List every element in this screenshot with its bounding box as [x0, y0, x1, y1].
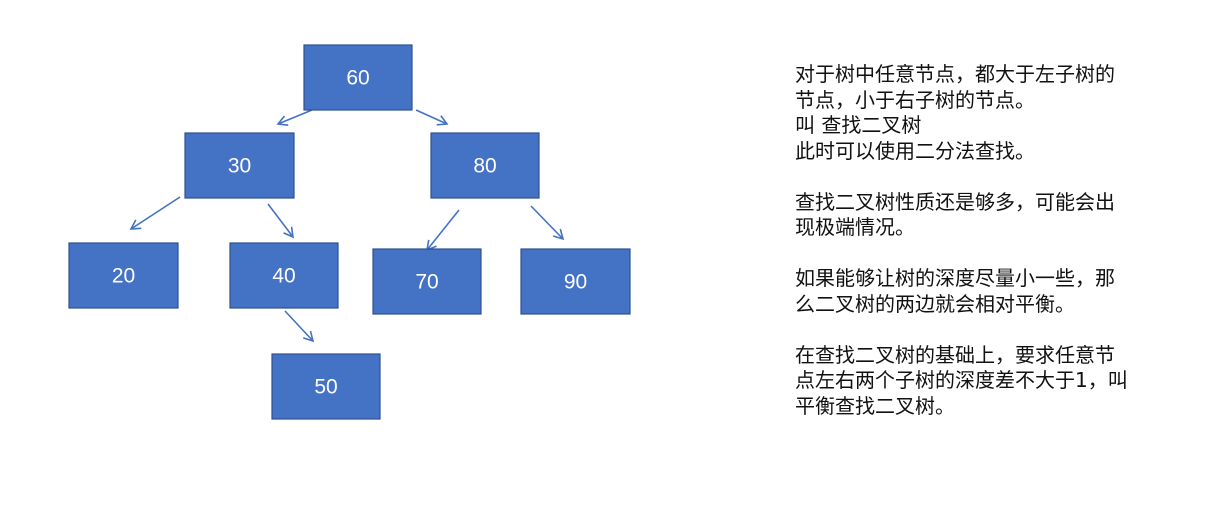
- tree-node-80: 80: [430, 132, 540, 199]
- node-label: 90: [564, 271, 587, 294]
- node-box: [184, 132, 295, 199]
- explanation-text: 对于树中任意节点，都大于左子树的 节点，小于右子树的节点。 叫 查找二叉树 此时…: [795, 62, 1195, 419]
- node-label: 20: [112, 265, 135, 288]
- node-label: 70: [415, 271, 438, 294]
- node-label: 40: [272, 265, 295, 288]
- node-box: [229, 242, 339, 309]
- edge-40-50: [284, 310, 315, 343]
- node-box: [430, 132, 540, 199]
- note-line: 点左右两个子树的深度差不大于1，叫: [795, 368, 1128, 392]
- note-line: 在查找二叉树的基础上，要求任意节: [795, 342, 1115, 367]
- node-label: 80: [473, 155, 496, 178]
- tree-node-90: 90: [520, 248, 631, 315]
- edge-60-80: [415, 109, 449, 126]
- edge-80-90: [530, 205, 565, 241]
- edge-80-70: [425, 209, 460, 252]
- note-line: 叫 查找二叉树: [795, 113, 922, 137]
- node-box: [372, 248, 482, 315]
- node-label: 50: [314, 376, 337, 399]
- note-line: 节点，小于右子树的节点。: [795, 87, 1035, 112]
- note-line: 对于树中任意节点，都大于左子树的: [795, 62, 1115, 86]
- node-box: [520, 248, 631, 315]
- edge-60-30: [276, 109, 313, 126]
- tree-node-70: 70: [372, 248, 482, 315]
- note-line: 现极端情况。: [795, 215, 915, 239]
- note-line: 查找二叉树性质还是够多，可能会出: [795, 189, 1115, 214]
- note-line: 么二叉树的两边就会相对平衡。: [795, 291, 1075, 316]
- tree-node-40: 40: [229, 242, 339, 309]
- tree-node-20: 20: [68, 242, 179, 309]
- tree-node-30: 30: [184, 132, 295, 199]
- node-label: 60: [346, 67, 369, 90]
- node-box: [68, 242, 179, 309]
- note-line: 平衡查找二叉树。: [795, 393, 955, 418]
- tree-node-50: 50: [271, 353, 381, 420]
- edge-30-40: [267, 203, 294, 239]
- note-line: 此时可以使用二分法查找。: [795, 138, 1035, 163]
- edge-30-20: [129, 196, 181, 230]
- tree-node-60: 60: [303, 44, 413, 111]
- node-box: [271, 353, 381, 420]
- note-line: 如果能够让树的深度尽量小一些，那: [795, 266, 1115, 290]
- node-box: [303, 44, 413, 111]
- node-label: 30: [228, 155, 251, 178]
